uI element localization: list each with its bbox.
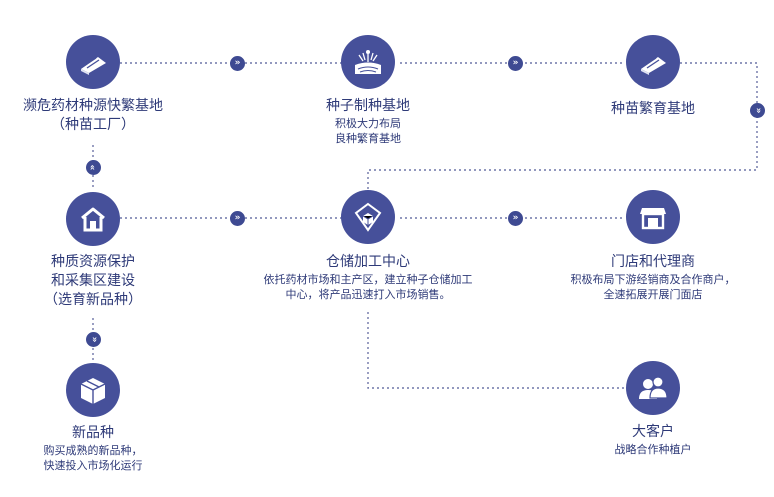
node-title: 种质资源保护 [51, 254, 135, 270]
node-key-clients: 大客户 战略合作种植户 [615, 423, 692, 457]
node-desc: 依托药材市场和主产区，建立种子仓储加工 [263, 273, 473, 286]
people-icon [626, 361, 680, 415]
node-stores: 门店和代理商 积极布局下游经销商及合作商户， 全速拓展开展门面店 [571, 253, 736, 302]
node-title: 种苗繁育基地 [611, 101, 695, 117]
node-title: 新品种 [72, 425, 114, 441]
node-germplasm: 种质资源保护 和采集区建设 （选育新品种） [44, 253, 142, 310]
node-title: 种子制种基地 [326, 98, 410, 114]
node-subtitle: （种苗工厂） [51, 117, 135, 133]
field-irrigation-icon [341, 35, 395, 89]
node-endangered-base: 濒危药材种源快繁基地 （种苗工厂） [23, 97, 163, 135]
node-desc: 良种繁育基地 [335, 132, 401, 145]
node-seed-base: 种子制种基地 积极大力布局 良种繁育基地 [326, 97, 410, 146]
arrow-right-icon: » [508, 56, 523, 71]
node-title: 门店和代理商 [611, 254, 695, 270]
arrow-right-icon: » [230, 211, 245, 226]
node-desc: 全速拓展开展门面店 [603, 288, 703, 301]
node-title: 大客户 [632, 424, 674, 440]
seedling-tray-icon [66, 35, 120, 89]
node-desc: 购买成熟的新品种， [43, 444, 143, 457]
arrow-right-icon: » [508, 211, 523, 226]
arrow-up-icon: » [86, 160, 101, 175]
node-desc: 积极大力布局 [335, 117, 401, 130]
storefront-icon [626, 190, 680, 244]
node-desc: 快速投入市场化运行 [43, 459, 143, 472]
node-title: 和采集区建设 [51, 273, 135, 289]
node-title: 濒危药材种源快繁基地 [23, 98, 163, 114]
arrow-down-icon: » [750, 103, 765, 118]
arrow-down-icon: » [86, 332, 101, 347]
node-warehouse: 仓储加工中心 依托药材市场和主产区，建立种子仓储加工 中心，将产品迅速打入市场销… [264, 253, 473, 302]
warehouse-box-icon [341, 190, 395, 244]
node-title: （选育新品种） [44, 292, 142, 308]
package-box-icon [66, 363, 120, 417]
seedling-tray-icon [626, 35, 680, 89]
node-desc: 战略合作种植户 [614, 443, 692, 456]
node-new-variety: 新品种 购买成熟的新品种， 快速投入市场化运行 [44, 424, 143, 473]
node-seedling-base: 种苗繁育基地 [611, 100, 695, 119]
arrow-right-icon: » [230, 56, 245, 71]
node-desc: 中心，将产品迅速打入市场销售。 [285, 288, 451, 301]
node-desc: 积极布局下游经销商及合作商户， [570, 273, 736, 286]
house-icon [66, 192, 120, 246]
node-title: 仓储加工中心 [326, 254, 410, 270]
